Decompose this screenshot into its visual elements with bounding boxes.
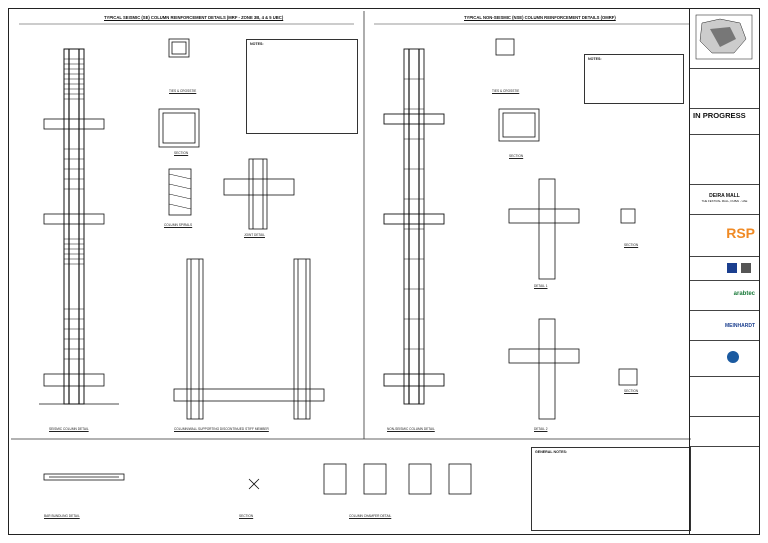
title-block: IN PROGRESS DEIRA MALL THE FESTIVAL MALL… [689,9,759,534]
right-notes-box: NOTES: [584,54,684,104]
consultant-row: RSP [690,215,759,257]
left-panel-title: TYPICAL SEISMIC (SE) COLUMN REINFORCEMEN… [104,15,284,20]
drawing-title-row [690,377,759,417]
rsp-logo: RSP [726,225,755,241]
label-bar-bundling: BAR BUNDLING DETAIL [44,514,80,518]
label-column-spirals: COLUMN SPIRALS [164,223,193,227]
label-joint-detail: JOINT DETAIL [244,233,265,237]
status-stamp: IN PROGRESS [690,109,759,135]
approval-row [690,341,759,377]
legend-notes [690,69,759,109]
label-ties-crosstie-right: TIES & CROSSTIE [492,89,520,93]
contractor-logo-a [727,263,737,273]
drawing-linework [11,11,691,495]
contractor-row-1 [690,257,759,281]
right-panel-title: TYPICAL NON-SEISMIC (NSE) COLUMN REINFOR… [464,15,616,20]
label-detail-1: DETAIL 1 [534,284,548,288]
label-ties-crosstie-left: TIES & CROSSTIE [169,89,197,93]
label-detail-2: DETAIL 2 [534,427,548,431]
drawing-number-row [690,417,759,447]
left-small-details [158,38,295,230]
nonseismic-column-drawing [383,48,445,405]
label-section-right-1: SECTION [509,154,524,158]
project-subtitle: THE FESTIVAL MALL, DUBAI - UAE [701,199,748,203]
seismic-column-drawing [39,48,119,405]
meinhardt-logo: MEINHARDT [725,323,755,329]
general-notes-box: GENERAL NOTES: [531,447,691,531]
contractor-row-2: arabtec [690,281,759,311]
project-name: DEIRA MALL [709,193,740,199]
label-discontinued-member: COLUMN/WALL SUPPORTING DISCONTINUED STIF… [174,427,269,431]
general-notes-heading: GENERAL NOTES: [535,450,568,454]
revision-table [690,135,759,185]
label-section-right-2: SECTION [624,243,639,247]
drawing-sheet: TYPICAL SEISMIC (SE) COLUMN REINFORCEMEN… [8,8,760,535]
discontinued-member-drawing [173,258,325,420]
contractor-logo-b [741,263,751,273]
project-block: DEIRA MALL THE FESTIVAL MALL, DUBAI - UA… [690,185,759,215]
left-notes-box: NOTES: [246,39,358,134]
contractor-row-3: MEINHARDT [690,311,759,341]
left-notes-heading: NOTES: [250,42,264,46]
arabtec-logo: arabtec [733,291,755,297]
label-nonseismic-column: NON-SEISMIC COLUMN DETAIL [387,427,435,431]
label-column-chamfer: COLUMN CHAMFER DETAIL [349,514,392,518]
approval-logo [727,351,739,363]
label-seismic-column: SEISMIC COLUMN DETAIL [49,427,89,431]
bottom-details [43,463,472,495]
right-small-details [495,38,638,420]
right-notes-heading: NOTES: [588,57,602,61]
label-section-right-3: SECTION [624,389,639,393]
key-plan-map [695,14,753,60]
label-section-left: SECTION [174,151,189,155]
label-section-bottom: SECTION [239,514,254,518]
key-plan [690,9,759,69]
